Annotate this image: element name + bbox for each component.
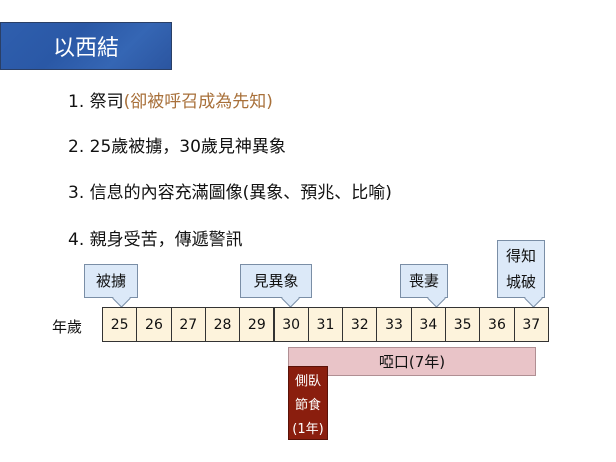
point-2: 2. 25歲被擄，30歲見神異象	[68, 137, 286, 157]
age-cell: 29	[239, 307, 275, 342]
age-cell: 30	[273, 307, 309, 342]
point-1: 1. 祭司(卻被呼召成為先知)	[68, 87, 273, 112]
event-captured: 被擄	[84, 264, 138, 298]
point-4: 4. 親身受苦，傳遞警訊	[68, 230, 243, 250]
mute-label: 啞口(7年)	[378, 353, 446, 371]
age-cell: 31	[307, 307, 344, 342]
age-cell: 37	[513, 307, 549, 342]
lie-line: 側臥	[294, 373, 321, 389]
event-city-fell: 得知城破	[497, 240, 545, 298]
event-wife-died: 喪妻	[400, 264, 448, 298]
age-cell: 33	[376, 307, 412, 342]
lie-line: 節食	[294, 397, 321, 413]
age-cell: 25	[102, 307, 138, 342]
age-cell: 32	[342, 307, 378, 342]
age-cell: 34	[410, 307, 446, 342]
event-vision: 見異象	[240, 264, 312, 298]
age-label: 年歲	[52, 318, 83, 336]
age-cell: 35	[445, 307, 481, 342]
age-cell: 28	[204, 307, 241, 342]
age-cell: 26	[136, 307, 172, 342]
event-line: 城破	[505, 273, 536, 291]
mute-period-bar: 啞口(7年)	[288, 347, 536, 376]
slide-title: 以西結	[0, 22, 172, 70]
age-cell: 36	[479, 307, 515, 342]
lie-line: (1年)	[292, 421, 324, 437]
point-1-text: 1. 祭司	[68, 92, 124, 112]
point-3: 3. 信息的內容充滿圖像(異象、預兆、比喻)	[68, 183, 392, 203]
lying-period-bar: 側臥節食 (1年)	[288, 366, 328, 440]
point-1-note: (卻被呼召成為先知)	[123, 92, 273, 112]
age-cell: 27	[170, 307, 206, 342]
event-line: 得知	[505, 247, 536, 265]
